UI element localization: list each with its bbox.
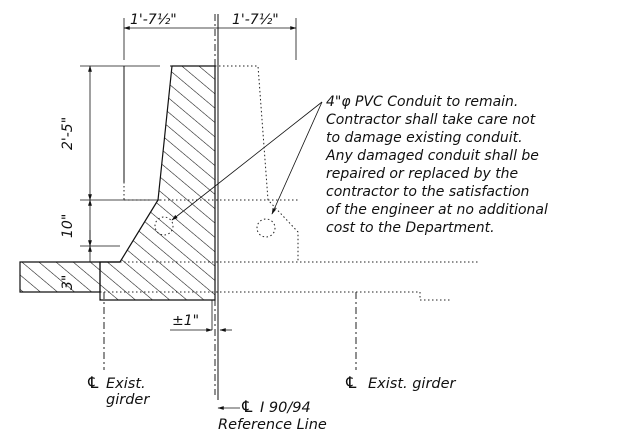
left-girder-label-1: Exist. <box>106 376 146 392</box>
reference-cl-symbol: ℄ <box>240 397 254 416</box>
note-line-1: 4"φ PVC Conduit to remain. <box>326 94 518 110</box>
dim-vertical-middle: 10" <box>60 214 76 238</box>
note-line-6: contractor to the satisfaction <box>326 184 529 200</box>
reference-line-label: ℄ I 90/94 Reference Line <box>217 397 327 433</box>
left-girder-label-2: girder <box>106 392 150 408</box>
dim-top-right: 1'-7½" <box>232 12 279 28</box>
note-line-3: to damage existing conduit. <box>326 130 523 146</box>
reference-label-2: Reference Line <box>218 417 327 433</box>
note-line-4: Any damaged conduit shall be <box>325 148 539 164</box>
dim-offset: ±1" <box>172 313 199 329</box>
deck-slab-section <box>19 261 120 293</box>
note-line-2: Contractor shall take care not <box>326 112 536 128</box>
note-line-7: of the engineer at no additional <box>326 202 548 218</box>
note-leaders <box>171 101 323 221</box>
dim-vertical-upper: 2'-5" <box>60 117 76 150</box>
conduit-right-circle <box>256 218 276 238</box>
dim-top-left: 1'-7½" <box>130 12 177 28</box>
conduit-left-circle <box>154 216 174 236</box>
conduit-note: 4"φ PVC Conduit to remain. Contractor sh… <box>325 94 548 236</box>
offset-dimension: ±1" <box>170 300 232 332</box>
reference-label-1: I 90/94 <box>260 400 311 416</box>
new-barrier-section <box>99 65 216 301</box>
top-dimension: 1'-7½" 1'-7½" <box>123 12 297 60</box>
left-girder-cl-symbol: ℄ <box>86 373 100 392</box>
note-line-8: cost to the Department. <box>326 220 495 236</box>
right-girder-label: Exist. girder <box>368 376 457 392</box>
left-girder-centerline: ℄ Exist. girder <box>86 292 150 408</box>
note-line-5: repaired or replaced by the <box>326 166 518 182</box>
right-girder-cl-symbol: ℄ <box>344 373 358 392</box>
right-girder-centerline: ℄ Exist. girder <box>344 292 457 392</box>
